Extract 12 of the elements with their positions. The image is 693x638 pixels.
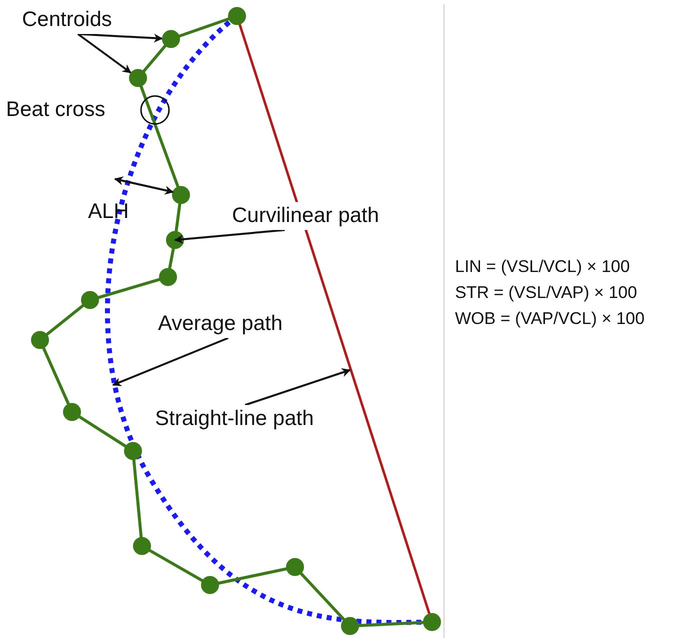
centroid-dot [162,30,180,48]
arrow [174,229,285,244]
arrow [244,368,351,406]
annotation-label: Beat cross [6,97,106,123]
formula-text: LIN = (VSL/VCL) × 100 [455,256,630,278]
annotation-label: ALH [88,199,129,225]
formula-text: WOB = (VAP/VCL) × 100 [455,308,645,330]
arrow [112,337,229,386]
centroid-dot [129,69,147,87]
arrow [77,33,132,74]
arrow [78,33,163,43]
formula-text: STR = (VSL/VAP) × 100 [455,282,638,304]
